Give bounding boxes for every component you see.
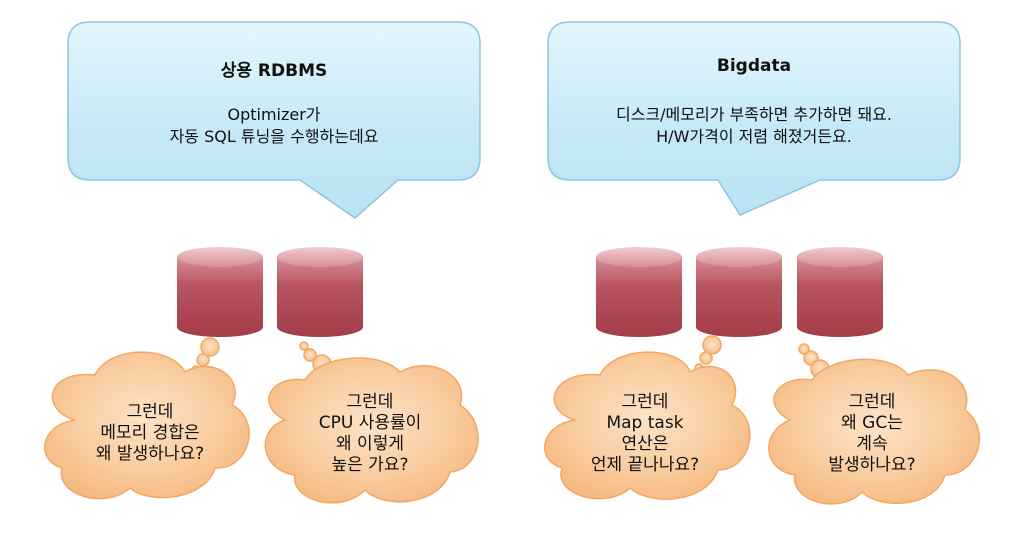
thought-cloud-4-text: 그런데 왜 GC는 계속 발생하나요? [782, 392, 962, 476]
left-speech-callout [67, 21, 481, 219]
thought-cloud-4 [768, 343, 980, 505]
database-cylinder-5 [797, 247, 883, 337]
thought-cloud-3-line-1: 그런데 [621, 392, 669, 412]
thought-cloud-1-line-3: 왜 발생하나요? [95, 444, 205, 464]
right-callout-line-2: H/W가격이 저렴 해졌거든요. [656, 127, 852, 146]
thought-cloud-1-line-1: 그런데 [126, 402, 174, 422]
thought-cloud-4-line-2: 왜 GC는 [841, 413, 903, 433]
thought-cloud-1-line-2: 메모리 경합은 [100, 423, 200, 443]
left-callout-line-1: Optimizer가 [227, 105, 321, 124]
thought-cloud-2-line-4: 높은 가요? [331, 455, 409, 475]
thought-cloud-4-line-3: 계속 [856, 434, 888, 454]
database-cylinder-2 [277, 247, 363, 337]
thought-cloud-3 [544, 335, 751, 500]
thought-cloud-4-line-1: 그런데 [848, 392, 896, 412]
thought-cloud-3-text: 그런데 Map task 연산은 언제 끝나나요? [555, 392, 735, 476]
thought-cloud-3-line-2: Map task [606, 413, 684, 433]
right-callout-line-1: 디스크/메모리가 부족하면 추가하면 돼요. [616, 105, 892, 124]
thought-cloud-2-line-2: CPU 사용률이 [318, 413, 422, 433]
left-callout-text: Optimizer가 자동 SQL 튜닝을 수행하는데요 [68, 104, 480, 148]
left-callout-line-2: 자동 SQL 튜닝을 수행하는데요 [169, 127, 379, 146]
database-cylinder-4 [696, 247, 782, 337]
thought-cloud-2-line-1: 그런데 [346, 392, 394, 412]
database-cylinder-1 [177, 247, 263, 337]
thought-cloud-2 [264, 341, 479, 504]
thought-cloud-4-line-4: 발생하나요? [828, 455, 916, 475]
database-cylinder-3 [596, 247, 682, 337]
thought-cloud-1-text: 그런데 메모리 경합은 왜 발생하나요? [60, 402, 240, 465]
right-callout-text: 디스크/메모리가 부족하면 추가하면 돼요. H/W가격이 저렴 해졌거든요. [548, 104, 960, 148]
thought-cloud-3-line-4: 언제 끝나나요? [590, 455, 700, 475]
thought-cloud-2-text: 그런데 CPU 사용률이 왜 이렇게 높은 가요? [280, 392, 460, 476]
thought-cloud-1 [44, 337, 250, 500]
thought-cloud-3-line-3: 연산은 [621, 434, 669, 454]
left-callout-title: 상용 RDBMS [220, 61, 328, 81]
right-speech-callout [547, 21, 961, 216]
thought-cloud-2-line-3: 왜 이렇게 [336, 434, 404, 454]
right-callout-title: Bigdata [716, 56, 792, 76]
